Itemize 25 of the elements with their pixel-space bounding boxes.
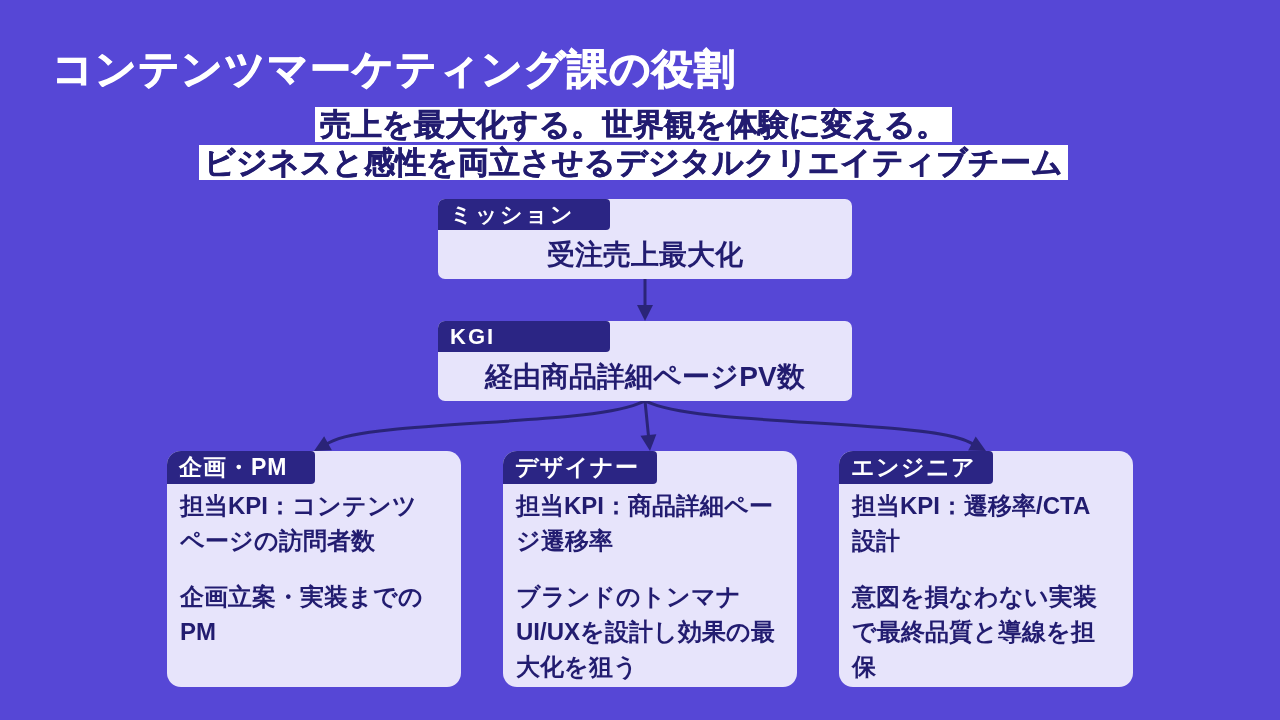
description-text: ブランドのトンマナUI/UXを設計し効果の最大化を狙う [516,582,776,682]
role-card [839,451,1133,687]
card-heading: ミッション [438,199,610,230]
role-card [503,451,797,687]
arrow [314,399,646,451]
slide-title: コンテンツマーケティング課の役割 [52,45,736,94]
description-text: 意図を損なわない実装で最終品質と導線を担保 [852,582,1098,682]
card-heading: KGI [438,321,610,352]
card-heading: デザイナー [503,451,657,484]
tagline: ビジネスと感性を両立させるデジタルクリエイティブチーム [198,145,1068,180]
mission-card [438,199,852,279]
kpi-text: 担当KPI：遷移率/CTA設計 [852,491,1092,556]
kgi-card [438,321,852,401]
tagline: 売上を最大化する。世界観を体験に変える。 [314,107,952,142]
arrow [637,279,653,321]
mission-text: 受注売上最大化 [546,237,744,272]
card-heading: エンジニア [839,451,993,484]
kpi-text: 担当KPI：コンテンツページの訪問者数 [180,491,418,556]
kgi-text: 経由商品詳細ページPV数 [483,359,806,394]
role-card [167,451,461,687]
card-heading: 企画・PM [167,451,315,484]
arrow [640,400,657,451]
kpi-text: 担当KPI：商品詳細ページ遷移率 [516,491,774,556]
description-text: 企画立案・実装までのPM [180,582,424,647]
arrow [644,399,986,451]
